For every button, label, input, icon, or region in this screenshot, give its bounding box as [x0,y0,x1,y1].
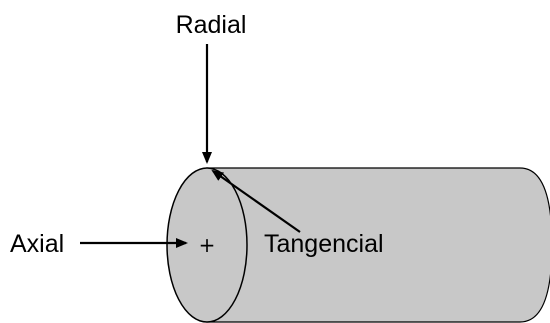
center-mark: + [199,233,216,257]
axial-label: Axial [10,230,64,258]
cylinder-end-face [166,167,248,323]
cylinder-body [206,167,550,323]
tangential-arrow [211,169,301,233]
tangential-label: Tangencial [264,230,384,258]
radial-label: Radial [176,11,247,39]
